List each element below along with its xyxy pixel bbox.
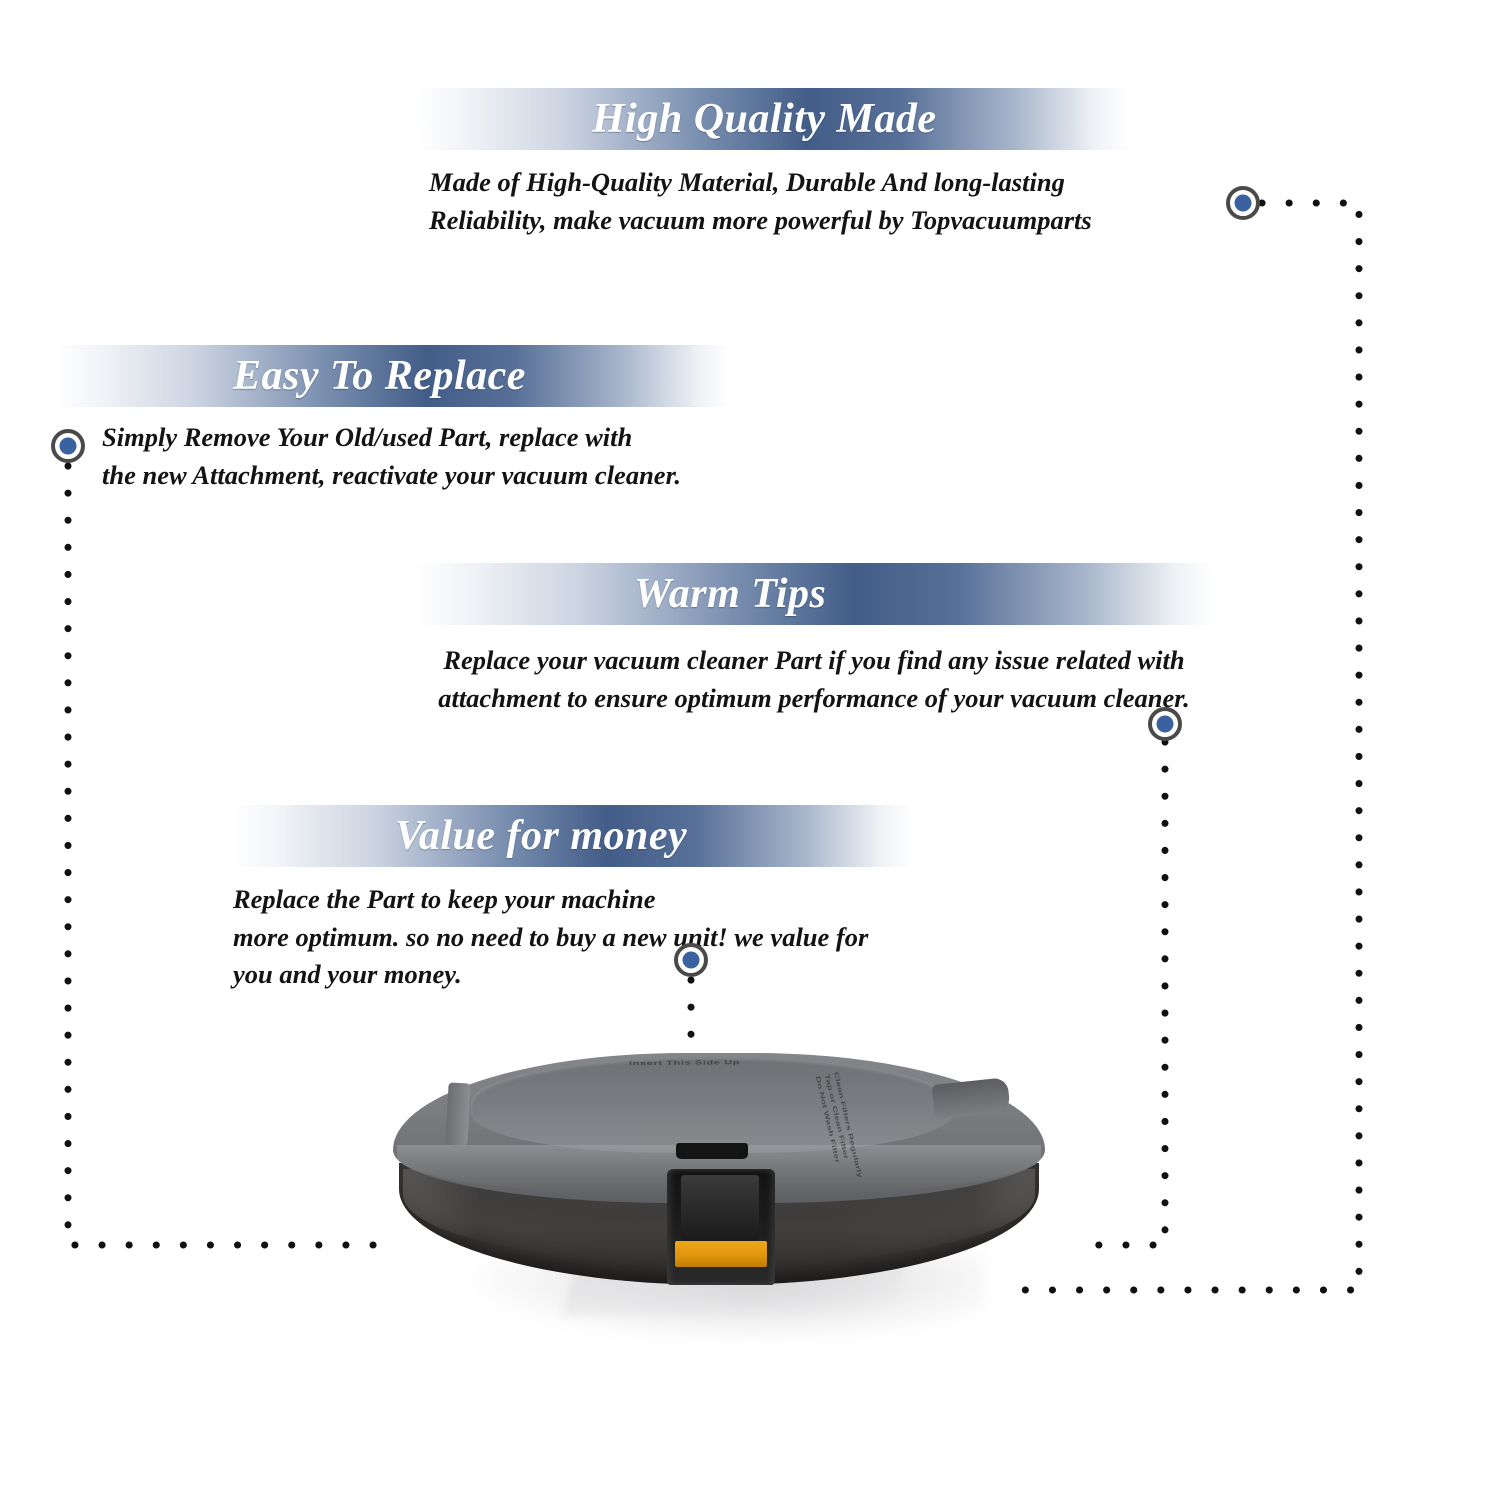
feature-block-value-for-money: Value for money Replace the Part to keep… xyxy=(233,805,913,994)
product-lid-top-panel xyxy=(471,1057,953,1153)
feature-banner-warm-tips: Warm Tips xyxy=(414,563,1214,625)
product-intake-port-inner xyxy=(681,1175,759,1241)
marker-dot-value-for-money xyxy=(674,943,708,977)
feature-block-warm-tips: Warm Tips Replace your vacuum cleaner Pa… xyxy=(414,563,1214,717)
feature-body-high-quality-made: Made of High-Quality Material, Durable A… xyxy=(429,167,1092,235)
product-yellow-filter-tab xyxy=(675,1241,767,1267)
marker-dot-warm-tips xyxy=(1148,707,1182,741)
feature-body-warm-tips: Replace your vacuum cleaner Part if you … xyxy=(438,645,1190,713)
feature-heading-high-quality-made: High Quality Made xyxy=(592,96,937,142)
feature-heading-easy-to-replace: Easy To Replace xyxy=(233,353,526,399)
product-release-clip xyxy=(676,1143,748,1159)
feature-banner-value-for-money: Value for money xyxy=(233,805,913,867)
connector-path-warm-tips xyxy=(1084,738,1169,1249)
feature-body-value-for-money: Replace the Part to keep your machine mo… xyxy=(233,884,869,990)
feature-block-easy-to-replace: Easy To Replace Simply Remove Your Old/u… xyxy=(55,345,731,494)
feature-heading-warm-tips: Warm Tips xyxy=(634,571,827,617)
feature-banner-high-quality-made: High Quality Made xyxy=(417,88,1129,150)
product-left-tab xyxy=(445,1082,471,1146)
product-label-insert-this-side-up: Insert This Side Up xyxy=(628,1059,741,1067)
feature-banner-easy-to-replace: Easy To Replace xyxy=(55,345,731,407)
connector-path-high-quality xyxy=(1011,199,1363,1294)
feature-heading-value-for-money: Value for money xyxy=(395,813,688,859)
marker-dot-easy-to-replace xyxy=(51,429,85,463)
feature-body-easy-to-replace: Simply Remove Your Old/used Part, replac… xyxy=(102,422,682,490)
marker-dot-high-quality-made xyxy=(1226,186,1260,220)
feature-block-high-quality-made: High Quality Made Made of High-Quality M… xyxy=(417,88,1129,239)
product-image-robot-vacuum-dust-bin: Insert This Side Up Clean Filters Regula… xyxy=(385,1035,1055,1343)
